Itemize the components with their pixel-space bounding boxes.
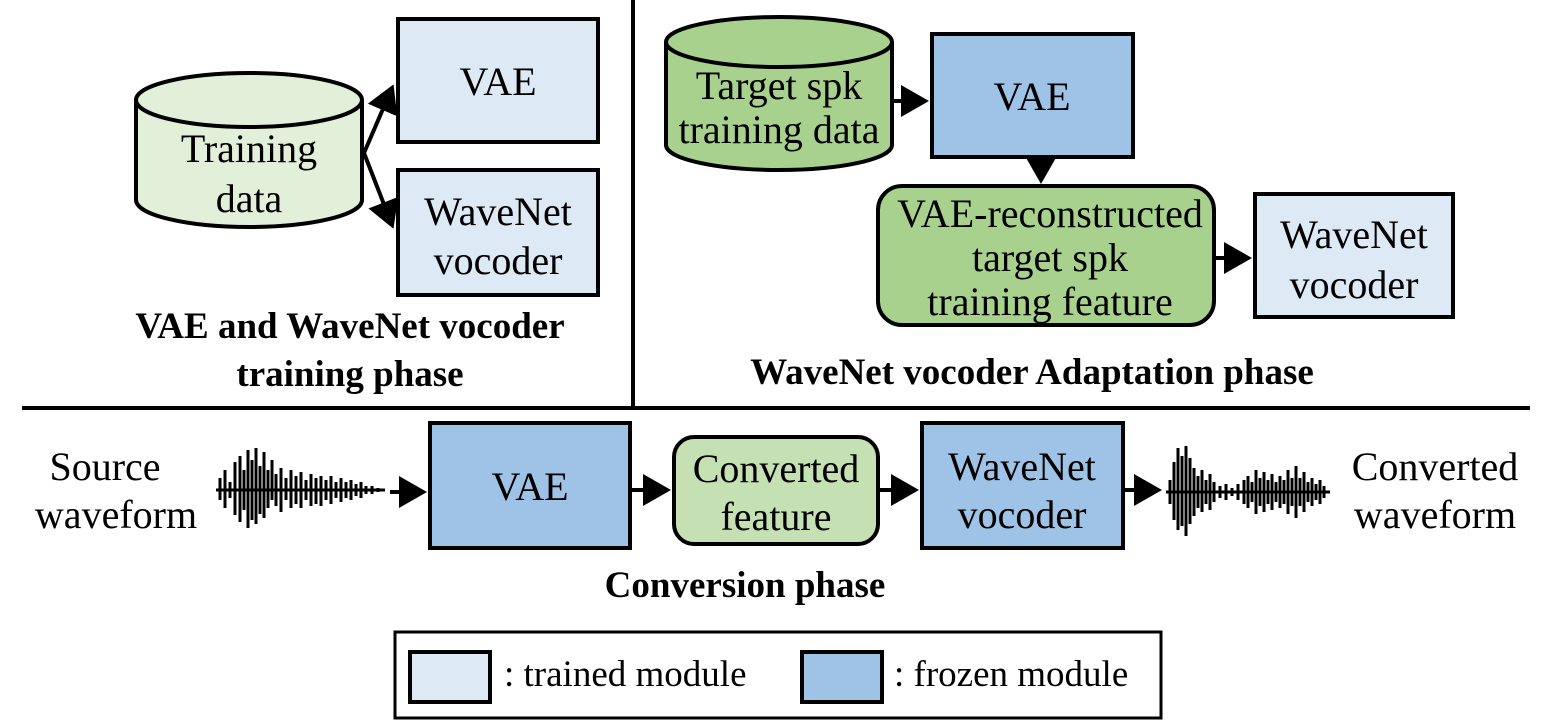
legend: : trained module : frozen module	[393, 630, 1163, 720]
converted-waveform-icon	[1166, 446, 1330, 536]
legend-swatch-trained	[408, 650, 492, 704]
adaptation-vocoder-label-1: WaveNet	[1280, 212, 1428, 257]
adaptation-phase-panel: Target spk training data VAE VAE-reconst…	[664, 15, 1455, 393]
conversion-vocoder-box	[920, 421, 1125, 550]
conversion-vae-label: VAE	[491, 464, 568, 509]
legend-swatch-frozen	[800, 650, 884, 704]
output-label-2: waveform	[1354, 492, 1516, 537]
cylinder-body	[134, 100, 364, 229]
arrow-data-to-vae	[362, 84, 398, 154]
training-vocoder-box	[396, 168, 600, 297]
conversion-vae-box	[428, 421, 632, 550]
legend-frozen-label: : frozen module	[894, 654, 1128, 695]
conversion-vocoder-label-2: vocoder	[958, 492, 1087, 537]
conversion-phase-panel: Source waveform VAE Converted feature Wa…	[35, 421, 1519, 606]
adaptation-vocoder-label-2: vocoder	[1290, 262, 1419, 307]
cylinder-body	[664, 42, 894, 172]
converted-feature-label-1: Converted	[693, 446, 860, 491]
reconstructed-feature-box	[876, 184, 1216, 327]
source-waveform-icon	[216, 448, 385, 528]
training-vae-label: VAE	[459, 59, 536, 104]
arrow-data-to-vocoder	[362, 152, 399, 229]
training-vae-box	[396, 17, 600, 144]
training-data-label-1: Training	[181, 126, 317, 171]
conversion-phase-title: Conversion phase	[605, 565, 886, 606]
cylinder-top	[664, 15, 894, 69]
adaptation-vocoder-box	[1253, 192, 1455, 319]
training-data-label-2: data	[216, 176, 283, 221]
training-phase-panel: Training data VAE WaveNet vocoder VAE an…	[134, 17, 600, 395]
converted-feature-label-2: feature	[720, 494, 831, 539]
training-vocoder-label-2: vocoder	[434, 238, 563, 283]
output-label-1: Converted	[1352, 444, 1519, 489]
training-phase-title-2: training phase	[236, 354, 463, 395]
target-data-cylinder: Target spk training data	[664, 15, 894, 172]
source-label-2: waveform	[35, 492, 197, 537]
reconstructed-feature-label-3: training feature	[927, 279, 1172, 324]
conversion-vocoder-label-1: WaveNet	[948, 444, 1096, 489]
legend-trained-label: : trained module	[504, 654, 747, 695]
cylinder-top	[134, 71, 364, 129]
training-data-cylinder: Training data	[134, 71, 364, 229]
target-data-label-1: Target spk	[696, 63, 862, 108]
target-data-label-2: training data	[678, 107, 879, 152]
reconstructed-feature-label-1: VAE-reconstructed	[897, 191, 1203, 236]
adaptation-vae-box	[930, 32, 1135, 159]
legend-frame	[393, 630, 1163, 720]
adaptation-phase-title: WaveNet vocoder Adaptation phase	[750, 352, 1314, 393]
reconstructed-feature-label-2: target spk	[972, 235, 1128, 280]
source-label-1: Source	[49, 444, 160, 489]
training-vocoder-label-1: WaveNet	[424, 189, 572, 234]
training-phase-title-1: VAE and WaveNet vocoder	[135, 306, 564, 347]
adaptation-vae-label: VAE	[993, 74, 1070, 119]
